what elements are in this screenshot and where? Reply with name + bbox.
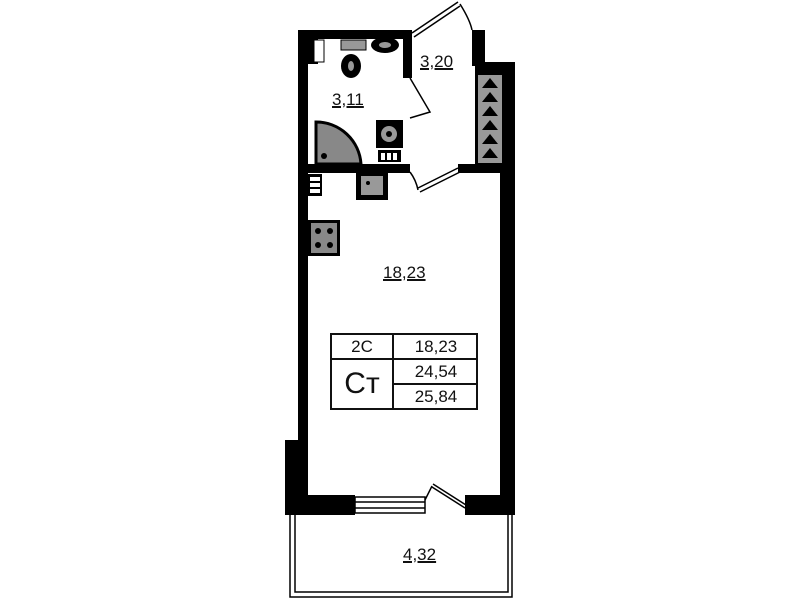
window (354, 496, 426, 514)
closet-hangers (478, 75, 502, 163)
apartment-type: Ст (344, 367, 380, 400)
living-area: 18,23 (414, 336, 458, 356)
total-area: 24,54 (414, 361, 458, 381)
bathroom-fixtures (313, 37, 403, 166)
balcony-outline (289, 515, 513, 598)
balcony-area-label: 4,32 (403, 545, 437, 564)
hall-area-label: 3,20 (420, 52, 454, 71)
kitchen-fixtures (308, 172, 388, 256)
main-room-area-label: 18,23 (383, 263, 426, 282)
apartment-code: 2C (351, 336, 373, 356)
balcony-door[interactable] (424, 483, 467, 509)
bathroom-area-label: 3,11 (332, 90, 364, 109)
total-area-with-balcony: 25,84 (414, 386, 458, 406)
hall-door[interactable] (409, 167, 461, 193)
entry-door[interactable] (409, 1, 473, 119)
summary-table: 2C Ст 18,23 24,54 25,84 (330, 333, 478, 410)
